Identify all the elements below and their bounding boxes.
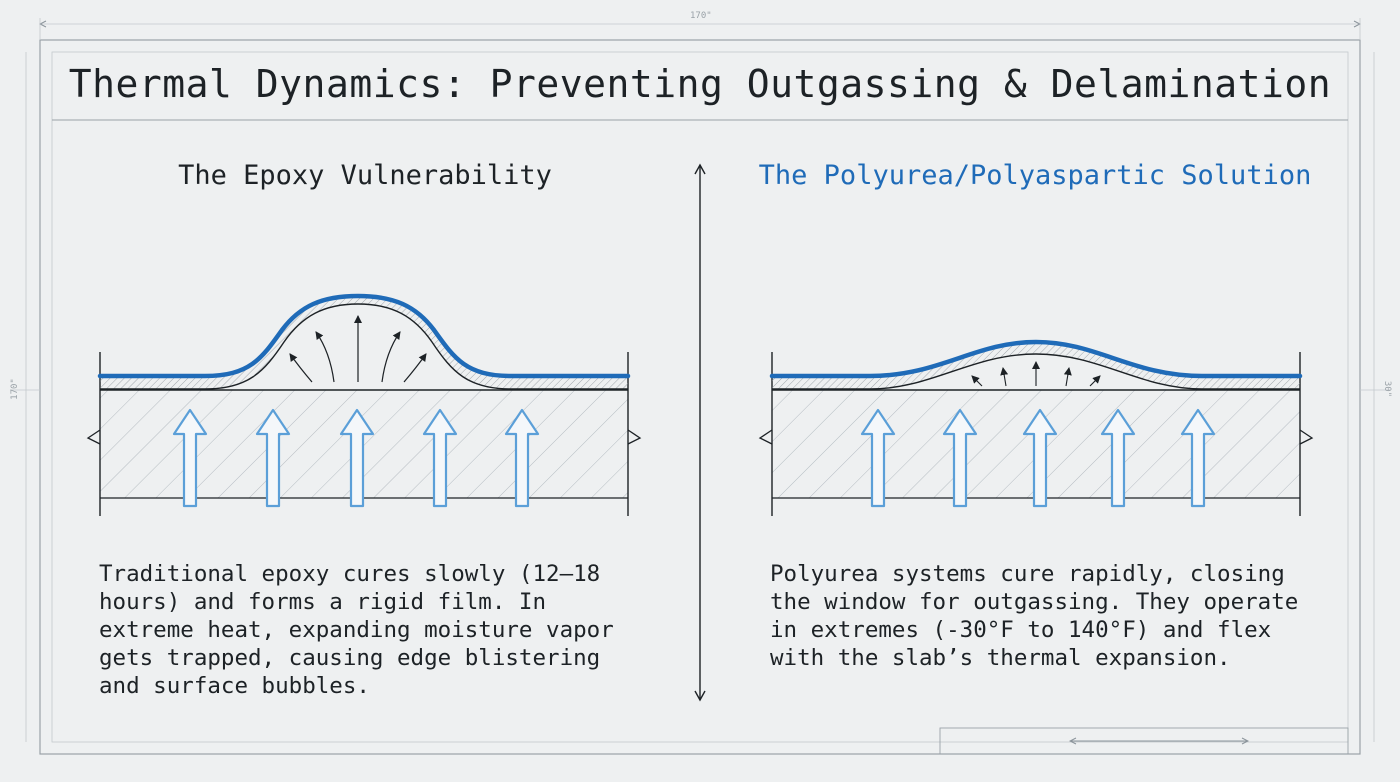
description-line: the window for outgassing. They operate — [770, 589, 1299, 615]
page-title: Thermal Dynamics: Preventing Outgassing … — [68, 62, 1332, 106]
description-line: in extremes (-30°F to 140°F) and flex — [770, 617, 1272, 643]
vapor-arrow-icon — [860, 408, 896, 508]
vapor-arrow-icon — [339, 408, 375, 508]
polyurea-film-flex — [772, 342, 1300, 389]
polyurea-description: Polyurea systems cure rapidly, closing t… — [770, 560, 1298, 672]
pressure-arrow-icon — [289, 353, 313, 383]
pressure-arrow-icon — [1089, 375, 1101, 387]
dimension-label-top: 170" — [690, 11, 712, 21]
vapor-arrow-icon — [255, 408, 291, 508]
pressure-arrow-icon — [971, 375, 983, 387]
description-line: and surface bubbles. — [99, 673, 370, 699]
description-line: gets trapped, causing edge blistering — [99, 645, 601, 671]
vapor-arrow-icon — [942, 408, 978, 508]
description-line: with the slab’s thermal expansion. — [770, 645, 1231, 671]
pressure-arrow-icon — [1063, 367, 1072, 387]
description-line: extreme heat, expanding moisture vapor — [99, 617, 614, 643]
polyurea-heading: The Polyurea/Polyaspartic Solution — [758, 160, 1312, 191]
description-line: Polyurea systems cure rapidly, closing — [770, 561, 1285, 587]
vapor-arrow-icon — [422, 408, 458, 508]
pressure-arrow-icon — [315, 331, 335, 383]
vapor-arrow-icon — [1100, 408, 1136, 508]
pressure-arrow-icon — [381, 331, 401, 383]
polyurea-cross-section — [758, 339, 1314, 516]
vapor-arrow-icon — [1180, 408, 1216, 508]
dimension-label-left: 170" — [9, 378, 20, 400]
description-line: hours) and forms a rigid film. In — [99, 589, 547, 615]
vapor-arrow-icon — [504, 408, 540, 508]
pressure-arrow-icon — [403, 353, 427, 383]
description-line: Traditional epoxy cures slowly (12–18 — [99, 561, 601, 587]
epoxy-description: Traditional epoxy cures slowly (12–18 ho… — [99, 560, 614, 700]
blueprint-frame — [10, 18, 1390, 755]
epoxy-film-blister — [100, 296, 628, 389]
vapor-arrow-icon — [1022, 408, 1058, 508]
dimension-label-right: 30" — [1382, 380, 1393, 398]
pressure-arrow-icon — [1000, 367, 1009, 387]
epoxy-cross-section — [86, 293, 642, 516]
vapor-arrow-icon — [172, 408, 208, 508]
epoxy-heading: The Epoxy Vulnerability — [178, 160, 552, 191]
